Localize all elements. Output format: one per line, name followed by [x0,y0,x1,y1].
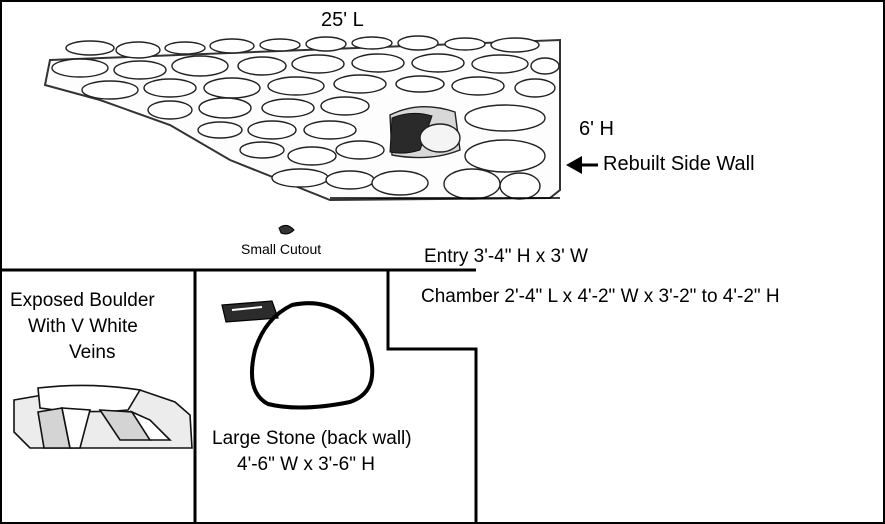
length-label: 25' L [321,9,364,31]
large-stone-outline [250,301,375,410]
boulder-label-2: With V White [28,316,138,337]
large-stone-label-2: 4'-6" W x 3'-6" H [237,454,375,475]
exposed-boulder-sketch [13,384,193,449]
chamber-label: Chamber 2'-4" L x 4'-2" W x 3'-2" to 4'-… [421,286,780,307]
small-cutout-label: Small Cutout [241,241,322,257]
boulder-label-1: Exposed Boulder [10,290,155,311]
inset-right-outline [386,270,478,524]
stone-wall-sketch [43,35,561,202]
boulder-label-3: Veins [69,342,116,363]
small-cutout-icon [278,224,295,235]
rebuilt-wall-label: Rebuilt Side Wall [603,153,755,175]
entry-label: Entry 3'-4" H x 3' W [424,246,588,267]
height-label: 6' H [579,118,614,140]
small-stone-sketch [221,300,279,323]
large-stone-label-1: Large Stone (back wall) [212,428,412,449]
rebuilt-wall-arrow [566,156,598,174]
